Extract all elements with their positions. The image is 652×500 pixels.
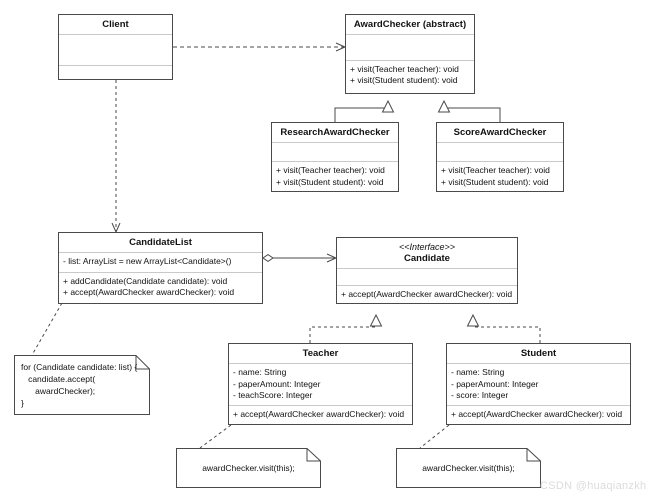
class-attributes-researchawardchecker <box>272 143 398 162</box>
edge-research-to-awardchecker <box>334 99 395 122</box>
edge-score-to-awardchecker <box>437 99 501 122</box>
class-box-candidate[interactable]: <<Interface>> Candidate + accept(AwardCh… <box>336 237 518 304</box>
attribute-line: - name: String <box>233 367 287 377</box>
note-teacher-accept: awardChecker.visit(this); <box>176 448 321 488</box>
class-operations-researchawardchecker: + visit(Teacher teacher): void + visit(S… <box>272 162 398 191</box>
class-box-awardchecker[interactable]: AwardChecker (abstract) + visit(Teacher … <box>345 14 475 94</box>
class-attributes-client <box>59 35 172 66</box>
operation-line: + visit(Teacher teacher): void <box>350 63 459 74</box>
class-box-researchawardchecker[interactable]: ResearchAwardChecker + visit(Teacher tea… <box>271 122 399 192</box>
operation-line: + addCandidate(Candidate candidate): voi… <box>63 275 228 286</box>
class-title-awardchecker: AwardChecker (abstract) <box>346 15 474 35</box>
class-attributes-candidatelist: - list: ArrayList = new ArrayList<Candid… <box>59 253 262 273</box>
note-shape <box>176 448 321 488</box>
class-attributes-student: - name: String - paperAmount: Integer - … <box>447 364 630 406</box>
class-attributes-teacher: - name: String - paperAmount: Integer - … <box>229 364 412 406</box>
note-anchor-student <box>419 424 450 449</box>
attribute-line: - list: ArrayList = new ArrayList<Candid… <box>63 256 232 266</box>
edge-student-to-candidate <box>466 313 541 343</box>
class-name-candidate: Candidate <box>404 253 450 264</box>
operation-line: + accept(AwardChecker awardChecker): voi… <box>63 287 235 298</box>
operation-line: + visit(Teacher teacher): void <box>276 165 385 175</box>
attribute-line: - paperAmount: Integer <box>233 378 321 389</box>
class-box-teacher[interactable]: Teacher - name: String - paperAmount: In… <box>228 343 413 425</box>
class-operations-awardchecker: + visit(Teacher teacher): void + visit(S… <box>346 61 474 94</box>
note-text: awardChecker.visit(this); <box>422 463 515 473</box>
attribute-line: - teachScore: Integer <box>233 390 313 400</box>
class-attributes-candidate <box>337 269 517 286</box>
class-operations-student: + accept(AwardChecker awardChecker): voi… <box>447 406 630 424</box>
note-student-accept: awardChecker.visit(this); <box>396 448 541 488</box>
operation-line: + visit(Student student): void <box>350 75 458 85</box>
class-title-scoreawardchecker: ScoreAwardChecker <box>437 123 563 143</box>
class-title-client: Client <box>59 15 172 35</box>
note-text: for (Candidate candidate: list) { candid… <box>21 362 138 408</box>
class-title-researchawardchecker: ResearchAwardChecker <box>272 123 398 143</box>
attribute-line: - paperAmount: Integer <box>451 378 539 389</box>
class-attributes-awardchecker <box>346 35 474 61</box>
class-box-client[interactable]: Client <box>58 14 173 80</box>
class-title-candidatelist: CandidateList <box>59 233 262 253</box>
class-box-student[interactable]: Student - name: String - paperAmount: In… <box>446 343 631 425</box>
operation-line: + accept(AwardChecker awardChecker): voi… <box>233 409 405 419</box>
class-attributes-scoreawardchecker <box>437 143 563 162</box>
operation-line: + visit(Student student): void <box>276 176 384 187</box>
class-stereotype-candidate: <<Interface>> <box>398 242 456 252</box>
edge-teacher-to-candidate <box>309 313 383 343</box>
class-operations-teacher: + accept(AwardChecker awardChecker): voi… <box>229 406 412 424</box>
note-anchor-candidatelist <box>31 302 63 356</box>
class-box-candidatelist[interactable]: CandidateList - list: ArrayList = new Ar… <box>58 232 263 304</box>
class-title-student: Student <box>447 344 630 364</box>
class-title-candidate: <<Interface>> Candidate <box>337 238 517 269</box>
note-shape <box>396 448 541 488</box>
note-shape <box>14 355 150 415</box>
class-box-scoreawardchecker[interactable]: ScoreAwardChecker + visit(Teacher teache… <box>436 122 564 192</box>
class-title-teacher: Teacher <box>229 344 412 364</box>
operation-line: + accept(AwardChecker awardChecker): voi… <box>341 288 513 299</box>
attribute-line: - name: String <box>451 367 505 377</box>
note-candidatelist-loop: for (Candidate candidate: list) { candid… <box>14 355 150 415</box>
class-operations-client <box>59 66 172 79</box>
watermark: CSDN @huaqianzkh <box>540 480 647 492</box>
operation-line: + visit(Student student): void <box>441 176 549 187</box>
class-operations-candidatelist: + addCandidate(Candidate candidate): voi… <box>59 273 262 303</box>
operation-line: + accept(AwardChecker awardChecker): voi… <box>451 409 623 419</box>
attribute-line: - score: Integer <box>451 390 509 400</box>
class-operations-candidate: + accept(AwardChecker awardChecker): voi… <box>337 286 517 304</box>
operation-line: + visit(Teacher teacher): void <box>441 165 550 175</box>
note-anchor-teacher <box>199 424 232 449</box>
note-text: awardChecker.visit(this); <box>202 463 295 473</box>
class-operations-scoreawardchecker: + visit(Teacher teacher): void + visit(S… <box>437 162 563 191</box>
